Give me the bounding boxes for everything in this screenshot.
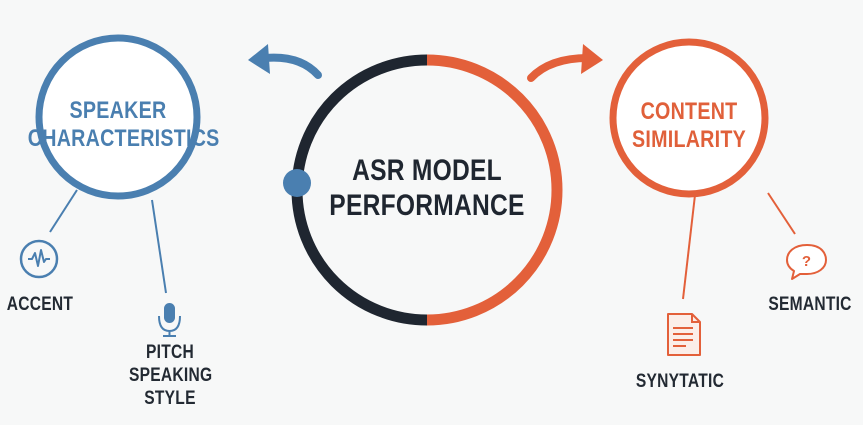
- connector-pitch: [151, 199, 167, 294]
- content-title-line2: SIMILARITY: [632, 125, 746, 153]
- arrow-to-speaker-icon: [248, 44, 322, 79]
- connector-syntactic: [682, 194, 696, 300]
- center-title-line2: PERFORMANCE: [329, 188, 525, 222]
- speaking-line: SPEAKING: [129, 364, 213, 386]
- svg-text:?: ?: [802, 253, 811, 270]
- connector-accent: [49, 189, 78, 233]
- waveform-icon: [19, 239, 59, 279]
- style-line: STYLE: [144, 387, 196, 409]
- speaker-characteristics-circle: [35, 34, 201, 200]
- accent-label: ACCENT: [6, 294, 74, 315]
- arrow-to-content-icon: [527, 44, 603, 82]
- center-title-line1: ASR MODEL: [352, 154, 502, 187]
- connector-semantic: [767, 192, 796, 235]
- microphone-icon: [158, 303, 181, 337]
- document-icon: [667, 313, 701, 356]
- center-ring-right-half: [426, 54, 563, 326]
- pitch-speaking-style-label: PITCH SPEAKING STYLE: [129, 342, 213, 410]
- content-similarity-circle: [609, 38, 769, 198]
- question-bubble-icon: ?: [786, 244, 827, 280]
- speaker-characteristics-title: SPEAKER CHARACTERISTICS: [27, 97, 220, 152]
- center-ring-dot: [283, 169, 311, 197]
- content-similarity-title: CONTENT SIMILARITY: [615, 98, 763, 153]
- speaker-title-line1: SPEAKER: [69, 97, 167, 124]
- content-title-line1: CONTENT: [640, 98, 738, 125]
- speaker-title-line2: CHARACTERISTICS: [27, 124, 220, 152]
- asr-model-performance-title: ASR MODEL PERFORMANCE: [320, 154, 533, 223]
- syntactic-label: SYNYTATIC: [635, 371, 725, 392]
- pitch-line: PITCH: [146, 342, 194, 363]
- semantic-label: SEMANTIC: [768, 294, 852, 315]
